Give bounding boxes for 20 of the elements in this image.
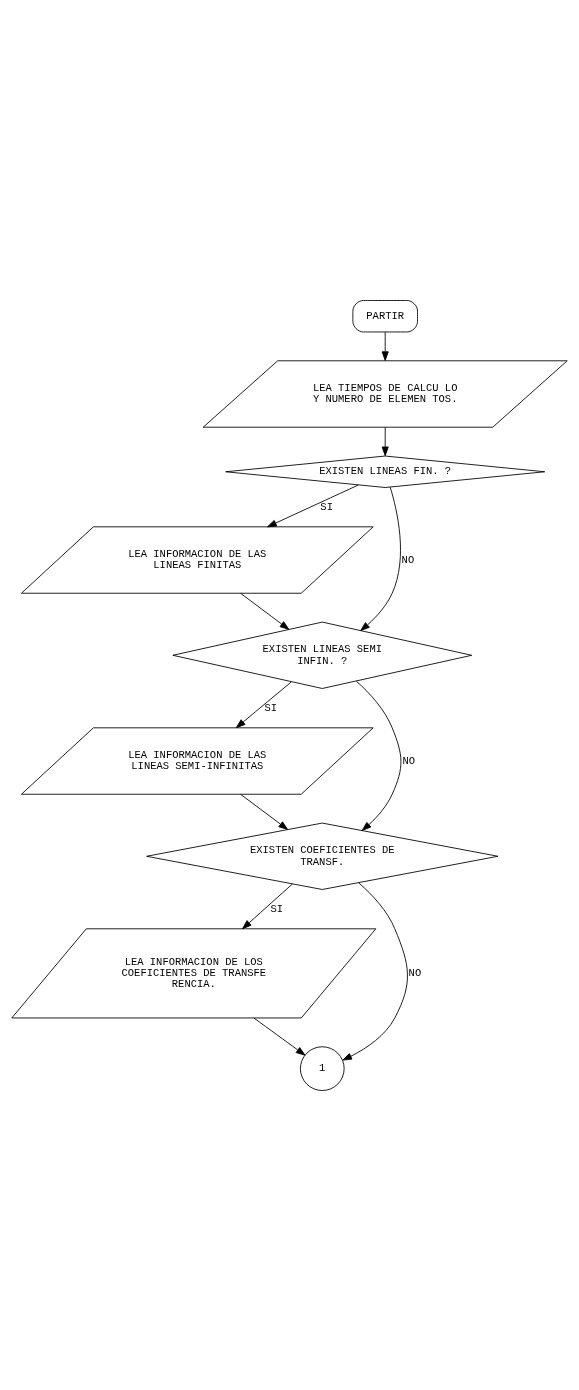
- node-diamond: EXISTEN LINEAS FIN. ?: [225, 455, 546, 488]
- edge-label: NO: [401, 553, 415, 566]
- node-box: PARTIR: [352, 299, 418, 332]
- node-circle: 1: [299, 1045, 345, 1091]
- arrow: [356, 680, 402, 831]
- arrow: [235, 680, 292, 728]
- arrow: [360, 486, 401, 631]
- arrow: [267, 484, 359, 527]
- arrow: [381, 331, 389, 361]
- edge-label: SI: [320, 500, 333, 513]
- arrow: [253, 1017, 306, 1056]
- edge-label: SI: [270, 902, 284, 915]
- arrow: [381, 426, 389, 456]
- arrow: [240, 793, 289, 830]
- arrow: [342, 882, 408, 1061]
- arrow: [242, 882, 293, 929]
- edge-label: NO: [408, 966, 422, 979]
- edge-label: NO: [402, 754, 416, 767]
- arrow: [240, 592, 290, 630]
- edge-label: SI: [264, 701, 278, 714]
